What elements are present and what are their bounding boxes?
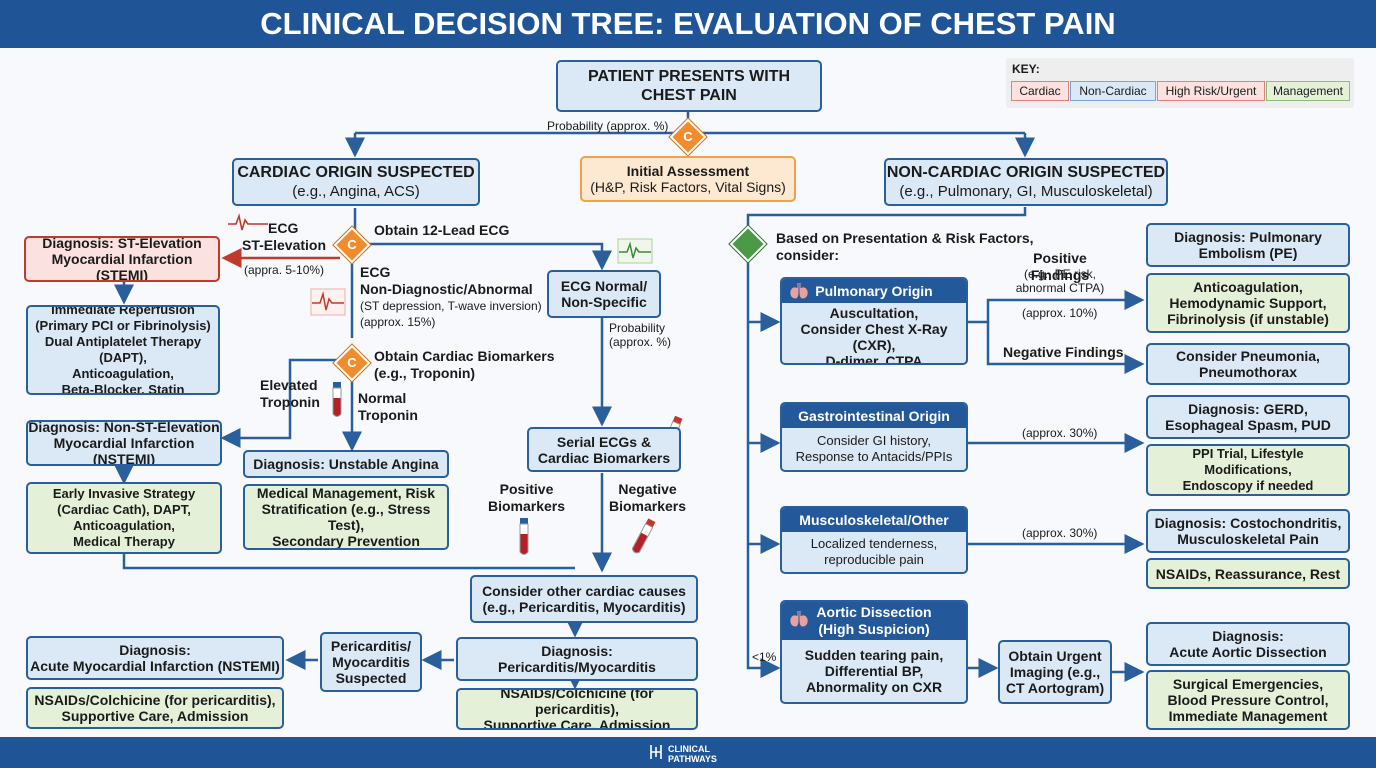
pe-diagnosis-node: Diagnosis: Pulmonary Embolism (PE) bbox=[1146, 223, 1350, 267]
legend-cardiac: Cardiac bbox=[1011, 81, 1069, 101]
ecg-nd-probability: (approx. 15%) bbox=[360, 315, 436, 329]
ecg-nd-title: Non-Diagnostic/Abnormal bbox=[360, 281, 533, 297]
urgent-imaging-node: Obtain Urgent Imaging (e.g., CT Aortogra… bbox=[998, 640, 1112, 704]
decision-letter: C bbox=[683, 129, 693, 144]
gerd-diagnosis-node: Diagnosis: GERD, Esophageal Spasm, PUD bbox=[1146, 395, 1350, 439]
footer-line1: CLINICAL bbox=[668, 744, 710, 754]
page-title: CLINICAL DECISION TREE: EVALUATION OF CH… bbox=[0, 0, 1376, 48]
legend-high-risk: High Risk/Urgent bbox=[1157, 81, 1265, 101]
lungs-icon bbox=[790, 611, 808, 627]
legend: KEY: Cardiac Non-Cardiac High Risk/Urgen… bbox=[1006, 58, 1354, 108]
medical-management-node: Medical Management, Risk Stratification … bbox=[243, 484, 449, 550]
gi-origin-node: Gastrointestinal Origin Consider GI hist… bbox=[780, 402, 968, 472]
unstable-angina-node: Diagnosis: Unstable Angina bbox=[243, 450, 449, 478]
nsaids-mid-node: NSAIDs/Colchicine (for pericarditis), Su… bbox=[456, 688, 698, 730]
pulmonary-header: Pulmonary Origin bbox=[815, 283, 933, 299]
serial-ecgs-node: Serial ECGs & Cardiac Biomarkers bbox=[527, 427, 681, 472]
st-probability-label: (appra. 5-10%) bbox=[244, 263, 325, 277]
test-tube-icon bbox=[519, 518, 529, 555]
pulmonary-origin-node: Pulmonary Origin Auscultation, Consider … bbox=[780, 277, 968, 365]
ecg-nd-detail: (ST depression, T-wave inversion) bbox=[360, 299, 542, 313]
msk-header: Musculoskeletal/Other bbox=[782, 508, 966, 532]
lungs-icon bbox=[790, 283, 808, 299]
reperfusion-node: Immediate Reperfusion (Primary PCI or Fi… bbox=[26, 305, 220, 395]
costochondritis-node: Diagnosis: Costochondritis, Musculoskele… bbox=[1146, 509, 1350, 553]
positive-findings-label: Positive Findings bbox=[1030, 250, 1090, 283]
obtain-biomarkers-label: Obtain Cardiac Biomarkers (e.g., Troponi… bbox=[374, 348, 555, 381]
early-invasive-node: Early Invasive Strategy (Cardiac Cath), … bbox=[26, 482, 222, 554]
ecg-icon bbox=[310, 288, 346, 316]
noncardiac-suspected-node: NON-CARDIAC ORIGIN SUSPECTED (e.g., Pulm… bbox=[884, 158, 1168, 206]
footer-line2: PATHWAYS bbox=[668, 754, 717, 764]
logo-icon bbox=[650, 745, 662, 759]
probability-label: Probability (approx. %) bbox=[609, 321, 672, 349]
pneumonia-node: Consider Pneumonia, Pneumothorax bbox=[1146, 343, 1350, 385]
positive-biomarkers-label: Positive Biomarkers bbox=[488, 481, 566, 514]
test-tube-icon bbox=[631, 518, 656, 554]
other-cardiac-causes-node: Consider other cardiac causes (e.g., Per… bbox=[470, 575, 698, 623]
nsaids-left-node: NSAIDs/Colchicine (for pericarditis), Su… bbox=[26, 687, 284, 729]
ecg-nd-label: ECG bbox=[360, 264, 391, 280]
cardiac-suspected-node: CARDIAC ORIGIN SUSPECTED (e.g., Angina, … bbox=[232, 158, 480, 206]
legend-management: Management bbox=[1266, 81, 1350, 101]
aad-management-node: Surgical Emergencies, Blood Pressure Con… bbox=[1146, 670, 1350, 730]
pe-management-node: Anticoagulation, Hemodynamic Support, Fi… bbox=[1146, 273, 1350, 333]
ecg-icon bbox=[617, 238, 653, 264]
test-tube-icon bbox=[332, 382, 342, 417]
negative-biomarkers-label: Negative Biomarkers bbox=[609, 481, 687, 514]
normal-troponin-label: Normal Troponin bbox=[358, 390, 418, 423]
st-elevation-label: ST-Elevation bbox=[242, 237, 327, 253]
ecg-icon bbox=[228, 213, 268, 231]
start-node: PATIENT PRESENTS WITH CHEST PAIN bbox=[556, 60, 822, 112]
costo-management-node: NSAIDs, Reassurance, Rest bbox=[1146, 558, 1350, 589]
decision-letter: C bbox=[347, 355, 357, 370]
ecg-normal-node: ECG Normal/ Non-Specific bbox=[547, 270, 661, 318]
pulmonary-probability: (approx. 10%) bbox=[1022, 306, 1098, 320]
msk-origin-node: Musculoskeletal/Other Localized tenderne… bbox=[780, 506, 968, 574]
based-on-label: Based on Presentation & Risk Factors, co… bbox=[776, 230, 1034, 263]
obtain-ecg-label: Obtain 12-Lead ECG bbox=[374, 222, 510, 238]
nstemi-node: Diagnosis: Non-ST-Elevation Myocardial I… bbox=[26, 420, 222, 466]
aortic-subheader: (High Suspicion) bbox=[818, 621, 930, 637]
negative-findings-label: Negative Findings bbox=[1003, 344, 1124, 360]
pericarditis-suspected-node: Pericarditis/ Myocarditis Suspected bbox=[320, 632, 422, 692]
ecg-st-label: ECG bbox=[268, 220, 299, 236]
gi-probability: (approx. 30%) bbox=[1022, 426, 1098, 440]
positive-findings-detail: (e.g., PE risk, abnormal CTPA) bbox=[1015, 267, 1105, 295]
gi-header: Gastrointestinal Origin bbox=[782, 404, 966, 428]
decision-letter: C bbox=[347, 237, 357, 252]
stemi-node: Diagnosis: ST-Elevation Myocardial Infar… bbox=[24, 236, 220, 282]
ami-node: Diagnosis: Acute Myocardial Infarction (… bbox=[26, 636, 284, 680]
legend-title: KEY: bbox=[1012, 62, 1040, 76]
aad-diagnosis-node: Diagnosis: Acute Aortic Dissection bbox=[1146, 622, 1350, 666]
gerd-management-node: PPI Trial, Lifestyle Modifications, Endo… bbox=[1146, 444, 1350, 496]
aortic-header: Aortic Dissection bbox=[816, 604, 932, 620]
footer-bar bbox=[0, 737, 1376, 768]
aortic-dissection-node: Aortic Dissection (High Suspicion) Sudde… bbox=[780, 600, 968, 704]
legend-non-cardiac: Non-Cardiac bbox=[1070, 81, 1156, 101]
initial-assessment-node: Initial Assessment (H&P, Risk Factors, V… bbox=[580, 156, 796, 202]
msk-probability: (approx. 30%) bbox=[1022, 526, 1098, 540]
dx-pericarditis-node: Diagnosis: Pericarditis/Myocarditis bbox=[456, 637, 698, 681]
elevated-troponin-label: Elevated Troponin bbox=[260, 377, 320, 410]
aortic-probability: <1% bbox=[752, 650, 777, 664]
probability-top-label: Probability (approx. %) bbox=[547, 119, 669, 133]
